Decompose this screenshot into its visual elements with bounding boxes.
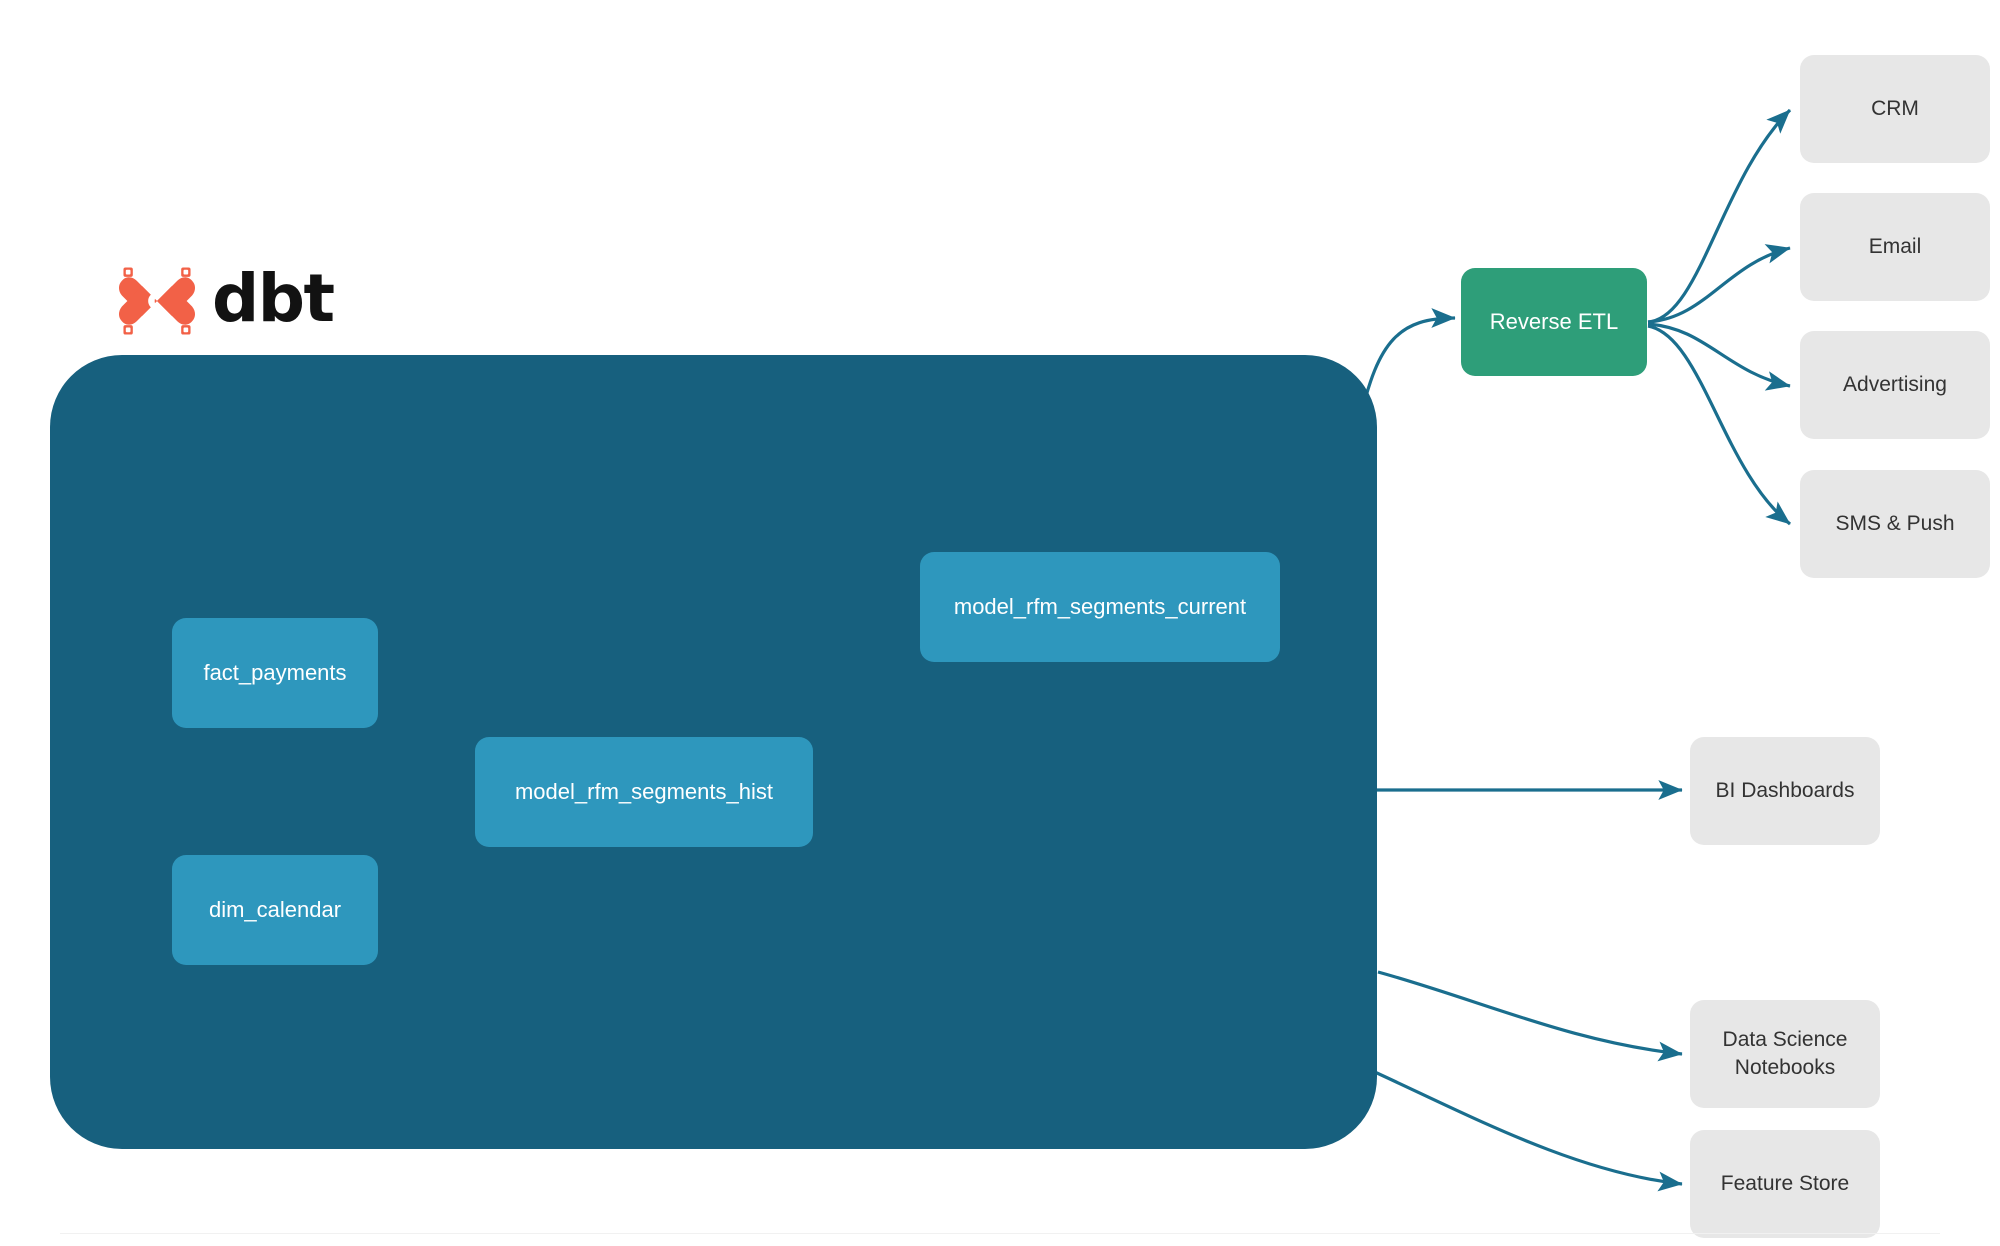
node-destination-crm[interactable]: CRM (1800, 55, 1990, 163)
node-destination-bi-dashboards[interactable]: BI Dashboards (1690, 737, 1880, 845)
node-reverse-etl[interactable]: Reverse ETL (1461, 268, 1647, 376)
node-destination-feature-store-label: Feature Store (1720, 1172, 1850, 1196)
node-dim-calendar[interactable]: dim_calendar (172, 855, 378, 965)
node-model-rfm-segments-current-label: model_rfm_segments_current (953, 594, 1247, 619)
node-destination-sms-push-label: SMS & Push (1835, 512, 1955, 536)
node-reverse-etl-label: Reverse ETL (1489, 309, 1619, 334)
node-destination-email[interactable]: Email (1800, 193, 1990, 301)
node-destination-advertising[interactable]: Advertising (1800, 331, 1990, 439)
node-destination-data-science-notebooks-label-line2: Notebooks (1734, 1056, 1836, 1079)
node-destination-feature-store[interactable]: Feature Store (1690, 1130, 1880, 1238)
edge-hist-to-feature-store (1354, 1061, 1683, 1192)
edge-reverse-etl-to-email (1647, 244, 1791, 324)
dbt-wordmark: dbt (212, 260, 335, 337)
dbt-x-logo-icon (118, 267, 196, 335)
canvas-bottom-divider (60, 1233, 1940, 1234)
node-destination-email-label: Email (1868, 235, 1922, 259)
node-destination-data-science-notebooks-label-line1: Data Science (1722, 1028, 1848, 1052)
edge-reverse-etl-to-crm (1647, 108, 1792, 324)
edge-hist-to-ds-notebooks (1377, 970, 1683, 1062)
node-destination-crm-label: CRM (1871, 97, 1919, 121)
node-model-rfm-segments-hist-label: model_rfm_segments_hist (514, 779, 773, 804)
node-fact-payments-label: fact_payments (203, 660, 347, 685)
edge-reverse-etl-to-sms-push (1647, 324, 1791, 526)
node-destination-advertising-label: Advertising (1843, 373, 1947, 397)
node-model-rfm-segments-current[interactable]: model_rfm_segments_current (920, 552, 1280, 662)
edge-reverse-etl-to-advertising (1647, 322, 1791, 391)
node-destination-sms-push[interactable]: SMS & Push (1800, 470, 1990, 578)
node-destination-data-science-notebooks[interactable]: Data Science Notebooks (1690, 1000, 1880, 1108)
node-destination-bi-dashboards-label: BI Dashboards (1715, 779, 1855, 803)
node-fact-payments[interactable]: fact_payments (172, 618, 378, 728)
dbt-logo: dbt (118, 258, 335, 344)
node-dim-calendar-label: dim_calendar (208, 897, 342, 922)
node-model-rfm-segments-hist[interactable]: model_rfm_segments_hist (475, 737, 813, 847)
